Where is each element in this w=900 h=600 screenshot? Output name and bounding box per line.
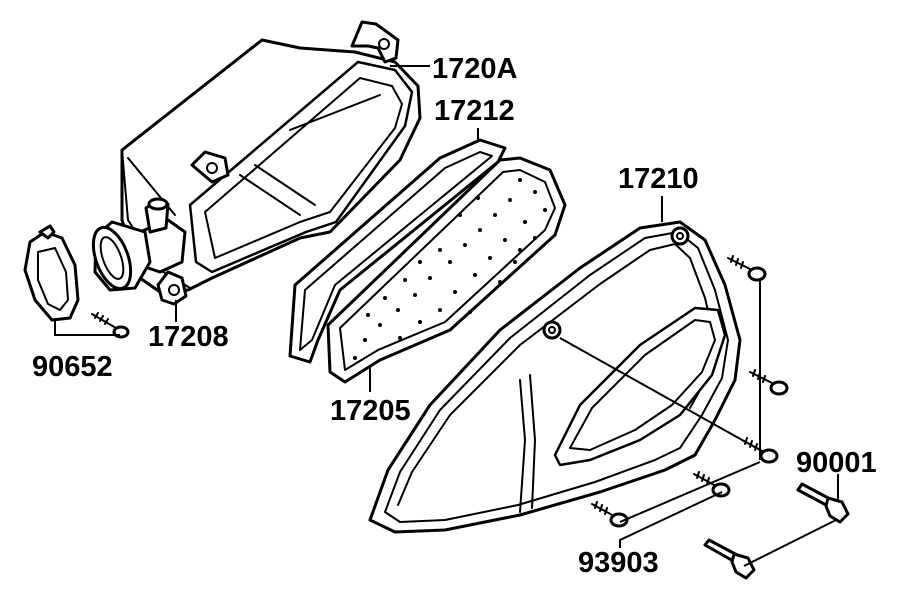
tapping-screw-4 (693, 471, 731, 498)
label-screw-tapping: 93903 (578, 547, 659, 579)
filter-element-part (326, 156, 567, 384)
leader-lines (54, 65, 839, 567)
clamp-screw-part (91, 312, 130, 339)
gasket-part (288, 138, 507, 364)
filter-cover-part (368, 220, 761, 534)
band-clamp-part (23, 224, 80, 322)
tapping-screw-5 (591, 501, 629, 528)
label-band-clamp: 90652 (32, 351, 113, 383)
label-gasket: 17212 (434, 95, 515, 127)
label-cover: 17210 (618, 163, 699, 195)
tapping-screw-2 (749, 369, 789, 396)
filter-perforations (353, 178, 547, 360)
flange-bolt-2 (703, 538, 756, 580)
airbox-case-part (91, 20, 422, 306)
label-bolt-flange: 90001 (796, 447, 877, 479)
label-duct-clamp: 17208 (148, 321, 229, 353)
label-airbox-case: 1720A (432, 53, 518, 85)
label-filter-element: 17205 (330, 395, 411, 427)
tapping-screw-1 (727, 255, 767, 282)
flange-bolt-1 (796, 482, 850, 524)
